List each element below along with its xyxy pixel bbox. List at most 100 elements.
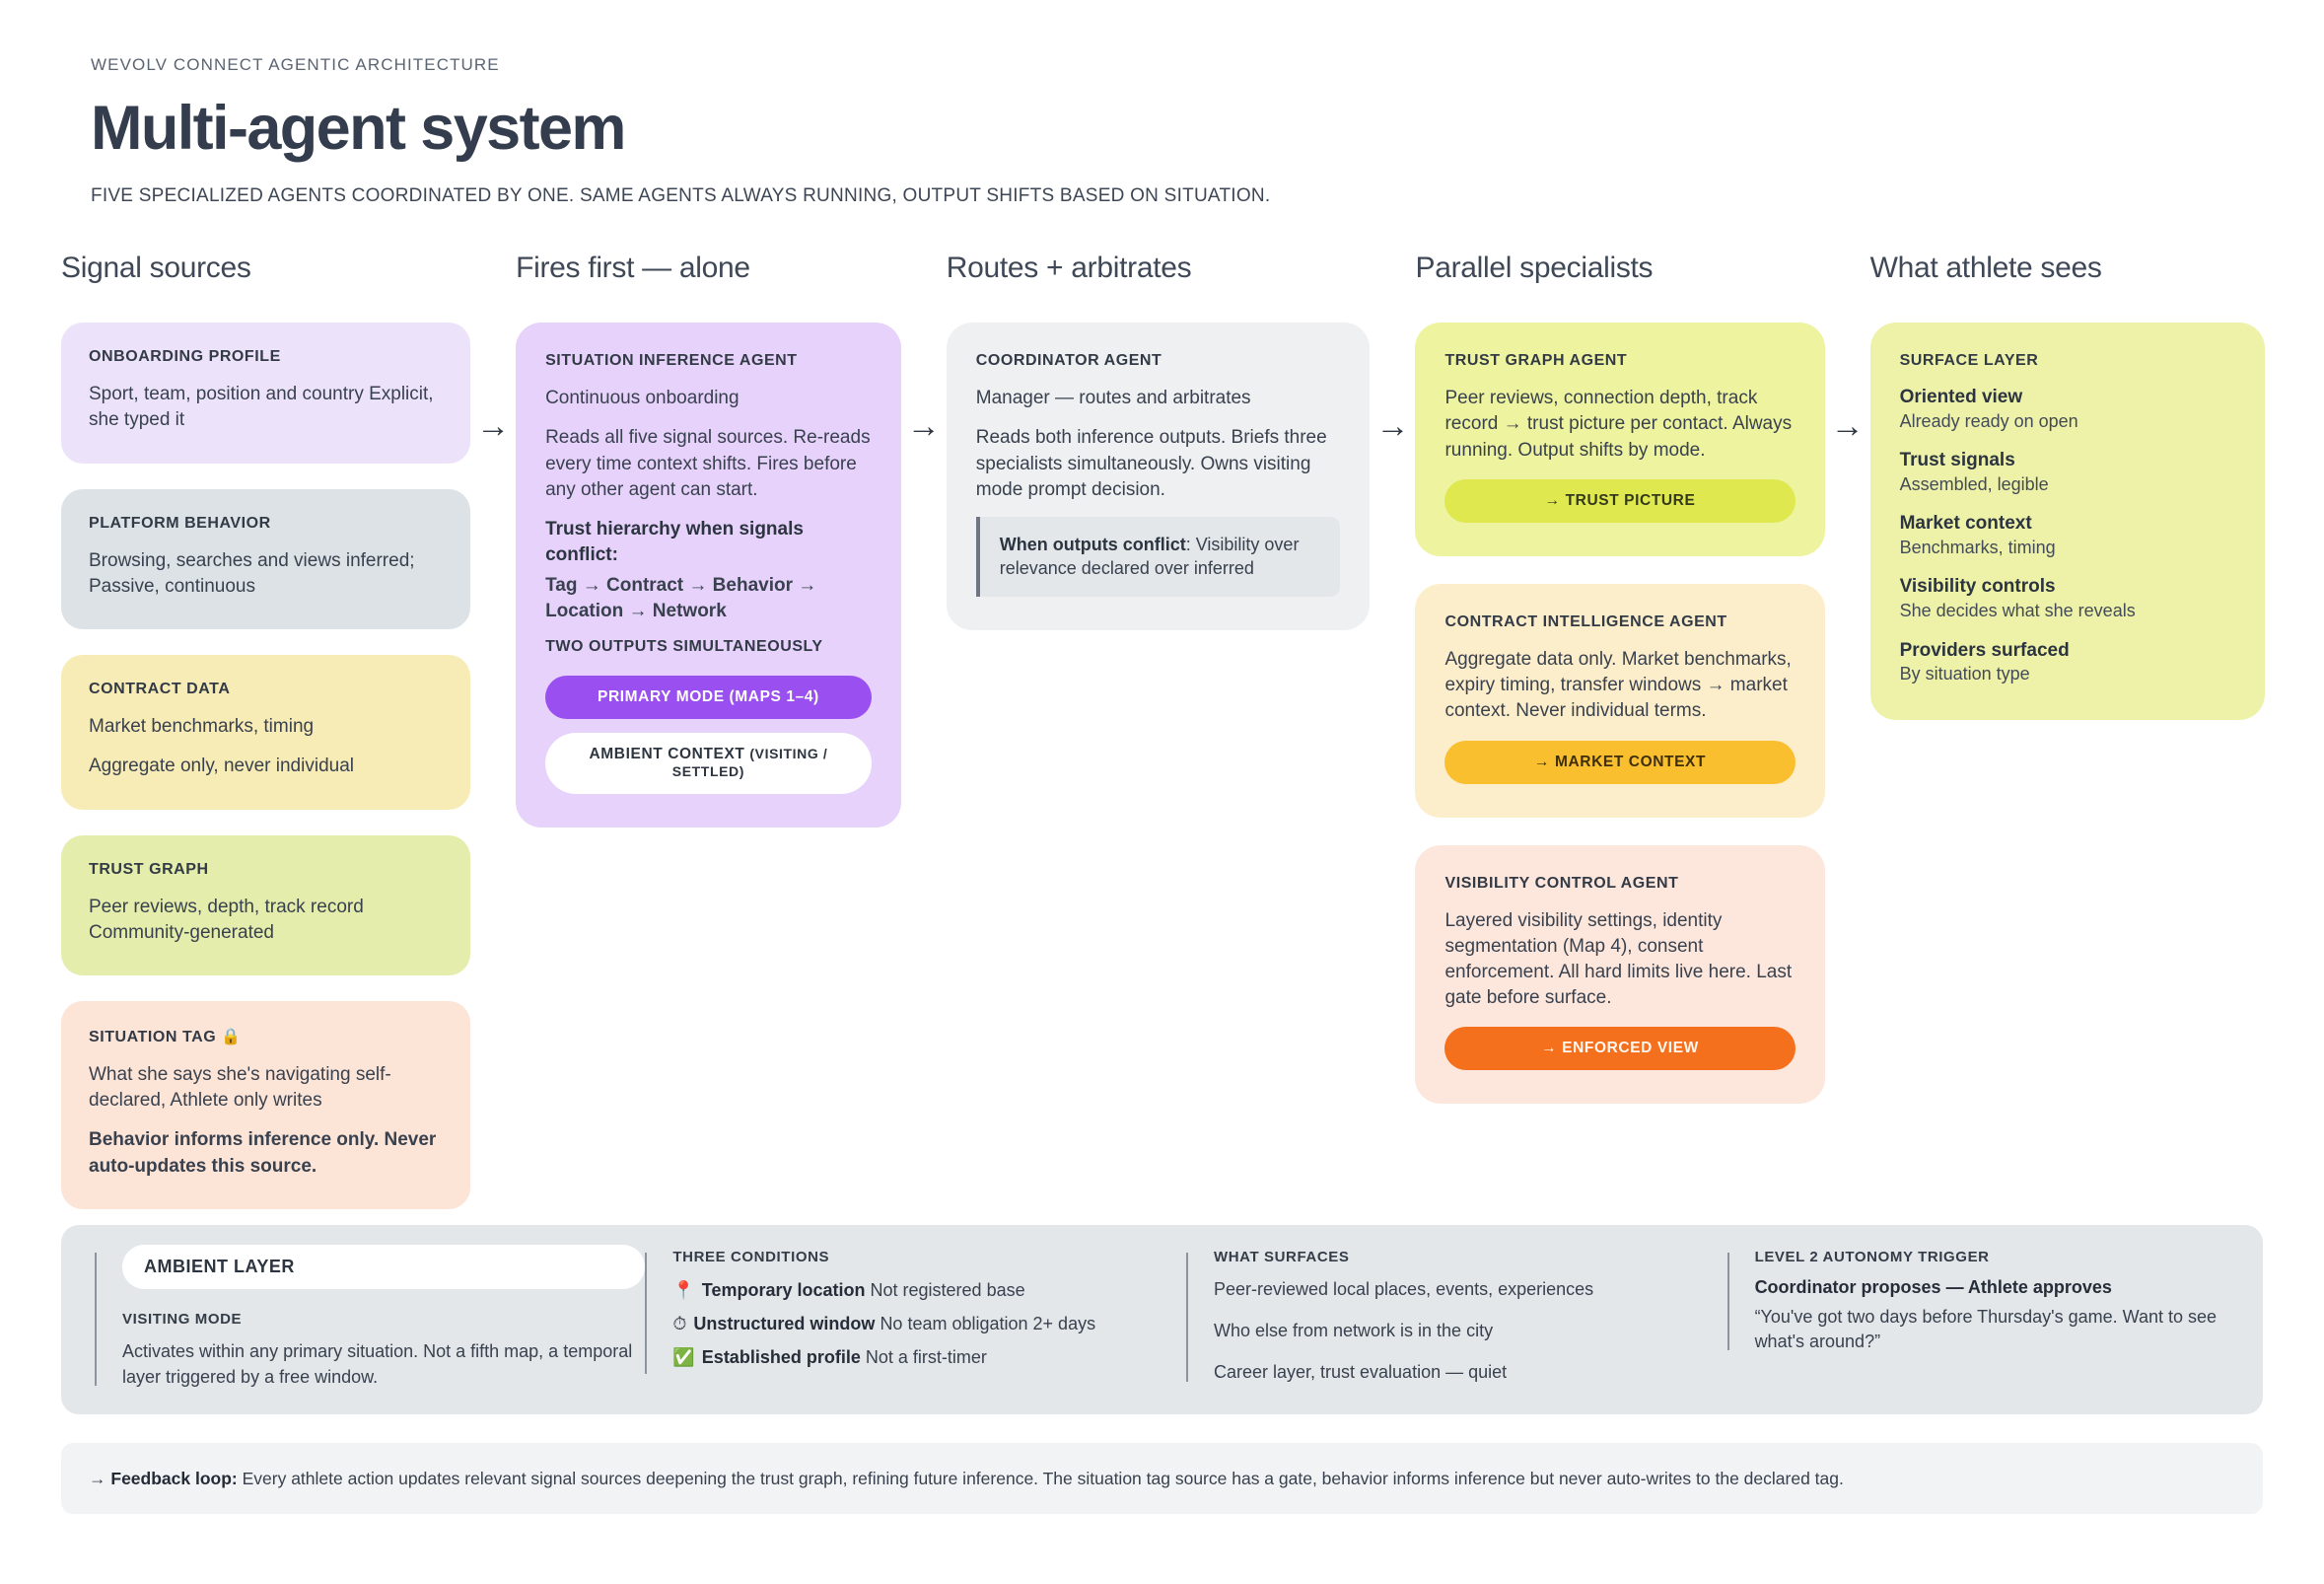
card-kicker: TRUST GRAPH (89, 860, 209, 878)
card-kicker: ONBOARDING PROFILE (89, 348, 281, 366)
column-heading-athlete-sees: What athlete sees (1869, 252, 2102, 285)
column-what-athlete-sees: What athlete sees SURFACE LAYER Oriented… (1869, 252, 2265, 745)
location-pin-icon: 📍 (672, 1280, 695, 1300)
card-kicker: CONTRACT INTELLIGENCE AGENT (1444, 612, 1727, 630)
card-visibility-control-agent[interactable]: VISIBILITY CONTROL AGENT Layered visibil… (1415, 844, 1825, 1105)
card-kicker-with-lock-icon: SITUATION TAG 🔒 (89, 1029, 242, 1045)
arrow-right-icon: → (1830, 407, 1865, 446)
eyebrow-label: WEVOLV CONNECT AGENTIC ARCHITECTURE (91, 55, 500, 74)
column-signal-sources: Signal sources ONBOARDING PROFILE Sport,… (61, 252, 471, 1235)
card-body-2: Aggregate only, never individual (89, 756, 354, 777)
card-body: Reads all five signal sources. Re-reads … (545, 427, 871, 500)
trust-hierarchy-label: Trust hierarchy when signals conflict: (545, 519, 804, 566)
autonomy-trigger-line: Coordinator proposes — Athlete approves (1754, 1277, 2112, 1297)
pill-ambient-context[interactable]: AMBIENT CONTEXT (VISITING / SETTLED) (545, 733, 872, 794)
card-surface-layer[interactable]: SURFACE LAYER Oriented view Already read… (1869, 323, 2265, 720)
condition-item: ✅Established profile Not a first-timer (672, 1344, 1186, 1372)
pill-enforced-view[interactable]: → ENFORCED VIEW (1444, 1027, 1796, 1071)
column-heading-signal-sources: Signal sources (61, 252, 251, 285)
panel-kicker-three-conditions: THREE CONDITIONS (672, 1249, 830, 1265)
surface-row-key: Providers surfaced (1899, 639, 2070, 661)
panel-kicker-visiting-mode: VISITING MODE (122, 1311, 243, 1328)
surface-row-key: Trust signals (1899, 450, 2015, 471)
panel-column-conditions: THREE CONDITIONS 📍 Temporary location Not… (645, 1249, 1186, 1378)
surface-item: Career layer, trust evaluation — quiet (1213, 1362, 1508, 1383)
column-parallel-specialists: Parallel specialists TRUST GRAPH AGENT P… (1415, 252, 1825, 1129)
card-onboarding-profile[interactable]: ONBOARDING PROFILE Sport, team, position… (61, 323, 471, 464)
card-situation-inference-agent[interactable]: SITUATION INFERENCE AGENT Continuous onb… (516, 323, 901, 828)
panel-column-autonomy: LEVEL 2 AUTONOMY TRIGGER Coordinator pro… (1726, 1249, 2229, 1354)
card-body-emphasis: Behavior informs inference only. Never a… (89, 1129, 437, 1177)
surface-row-value: Benchmarks, timing (1899, 538, 2056, 558)
card-body: Peer reviews, depth, track record Commun… (89, 896, 364, 943)
card-kicker: COORDINATOR AGENT (975, 352, 1162, 370)
feedback-loop-text: → Feedback loop: Every athlete action up… (89, 1468, 1844, 1490)
card-trust-graph-agent[interactable]: TRUST GRAPH AGENT Peer reviews, connecti… (1415, 323, 1825, 556)
trust-hierarchy-value: Tag → Contract → Behavior → Location → N… (545, 574, 817, 621)
surface-row: Visibility controls She decides what she… (1900, 575, 2235, 622)
card-body: Sport, team, position and country Explic… (89, 384, 434, 431)
surface-item: Peer-reviewed local places, events, expe… (1213, 1279, 1594, 1299)
condition-item: ⏱ Unstructured window No team obligation … (672, 1311, 1186, 1338)
arrow-right-icon: → (476, 407, 511, 446)
page-subtitle: FIVE SPECIALIZED AGENTS COORDINATED BY O… (91, 185, 1271, 207)
surface-row: Trust signals Assembled, legible (1900, 449, 2235, 496)
panel-kicker-autonomy-trigger: LEVEL 2 AUTONOMY TRIGGER (1754, 1249, 1990, 1265)
surface-row-value: She decides what she reveals (1899, 601, 2136, 621)
card-body: Layered visibility settings, identity se… (1444, 909, 1793, 1009)
card-subtitle: Manager — routes and arbitrates (975, 388, 1251, 409)
check-box-icon: ✅ (672, 1346, 695, 1367)
column-fires-first: Fires first — alone SITUATION INFERENCE … (516, 252, 901, 853)
conflict-note-label: When outputs conflict (999, 535, 1186, 555)
surface-item: Who else from network is in the city (1213, 1321, 1494, 1341)
pill-trust-picture[interactable]: → TRUST PICTURE (1444, 478, 1796, 523)
surface-row-value: Assembled, legible (1899, 474, 2049, 495)
card-contract-data[interactable]: CONTRACT DATA Market benchmarks, timing … (61, 655, 471, 810)
column-heading-routes: Routes + arbitrates (946, 252, 1192, 285)
surface-row-key: Oriented view (1899, 387, 2023, 408)
panel-column-ambient: AMBIENT LAYER VISITING MODE Activates wi… (95, 1245, 646, 1390)
condition-label: Temporary location (701, 1280, 866, 1300)
arrow-right-icon: → (89, 1468, 106, 1488)
pill-market-context[interactable]: → MARKET CONTEXT (1444, 740, 1796, 784)
pill-ambient-main: AMBIENT CONTEXT (589, 746, 750, 762)
ambient-layer-panel: AMBIENT LAYER VISITING MODE Activates wi… (61, 1225, 2263, 1414)
feedback-loop-label: Feedback loop: (110, 1468, 238, 1488)
conflict-note: When outputs conflict: Visibility over r… (975, 517, 1341, 597)
surface-row: Providers surfaced By situation type (1900, 639, 2235, 686)
column-heading-specialists: Parallel specialists (1415, 252, 1654, 285)
card-body: Reads both inference outputs. Briefs thr… (975, 427, 1327, 500)
condition-detail: Not a first-timer (865, 1346, 987, 1367)
page-title: Multi-agent system (91, 94, 626, 163)
card-body: What she says she's navigating self-decl… (89, 1064, 391, 1112)
stopwatch-icon: ⏱ (672, 1313, 687, 1333)
card-situation-tag[interactable]: SITUATION TAG 🔒 What she says she's navi… (61, 1001, 471, 1209)
ambient-layer-chip[interactable]: AMBIENT LAYER (122, 1245, 646, 1289)
feedback-loop-body: Every athlete action updates relevant si… (237, 1468, 1844, 1488)
panel-column-what-surfaces: WHAT SURFACES Peer-reviewed local places… (1185, 1249, 1727, 1386)
surface-row-key: Visibility controls (1899, 576, 2056, 598)
surface-row-value: By situation type (1899, 664, 2030, 684)
pipeline-board: Signal sources ONBOARDING PROFILE Sport,… (0, 252, 2324, 1235)
surface-row: Market context Benchmarks, timing (1900, 512, 2235, 559)
surface-row-key: Market context (1899, 513, 2032, 535)
page-header: WEVOLV CONNECT AGENTIC ARCHITECTURE Mult… (0, 0, 2324, 207)
card-contract-intelligence-agent[interactable]: CONTRACT INTELLIGENCE AGENT Aggregate da… (1415, 583, 1825, 818)
card-kicker: SURFACE LAYER (1899, 352, 2039, 370)
card-platform-behavior[interactable]: PLATFORM BEHAVIOR Browsing, searches and… (61, 488, 471, 630)
card-trust-graph[interactable]: TRUST GRAPH Peer reviews, depth, track r… (61, 834, 471, 975)
surface-row: Oriented view Already ready on open (1900, 386, 2235, 433)
panel-body-ambient: Activates within any primary situation. … (122, 1341, 633, 1387)
card-body: Browsing, searches and views inferred; P… (89, 549, 415, 597)
pill-primary-mode[interactable]: PRIMARY MODE (MAPS 1–4) (545, 676, 872, 719)
condition-label: Unstructured window (693, 1313, 876, 1333)
card-body: Aggregate data only. Market benchmarks, … (1444, 648, 1792, 722)
arrow-right-icon: → (906, 407, 941, 446)
column-heading-fires-first: Fires first — alone (516, 252, 750, 285)
card-subtitle: Continuous onboarding (545, 388, 739, 409)
card-body: Peer reviews, connection depth, track re… (1444, 388, 1793, 461)
arrow-right-icon: → (1375, 407, 1410, 446)
autonomy-quote: “You've got two days before Thursday's g… (1754, 1307, 2218, 1351)
card-coordinator-agent[interactable]: COORDINATOR AGENT Manager — routes and a… (946, 323, 1371, 630)
condition-detail: No team obligation 2+ days (880, 1313, 1096, 1333)
